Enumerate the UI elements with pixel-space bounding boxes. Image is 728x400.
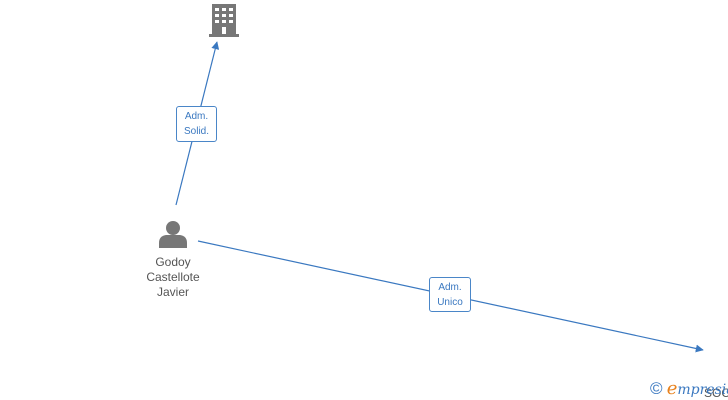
edge-label-adm-solid[interactable]: Adm. Solid. [176,106,217,142]
building-icon[interactable] [209,4,239,37]
edge-label-adm-unico[interactable]: Adm. Unico [429,277,471,312]
watermark: © empresia [650,378,728,399]
edge-label-line-2: Solid. [183,126,209,137]
person-name-line-1: Godoy [155,255,191,269]
edge-label-line-1: Adm. [184,111,209,122]
person-icon[interactable] [159,221,187,248]
person-name-line-2: Castellote [146,270,200,284]
brand-logo: empresia [667,378,728,399]
copyright-symbol: © [650,379,663,398]
company-name-truncated[interactable]: SOC [704,386,728,400]
edge-label-line-2: Unico [437,297,463,308]
person-name[interactable]: Godoy Castellote Javier [128,255,218,300]
edge-label-line-1: Adm. [438,282,462,293]
brand-initial: e [666,378,678,399]
brand-rest: mpresia [677,382,728,398]
person-name-line-3: Javier [156,285,189,299]
